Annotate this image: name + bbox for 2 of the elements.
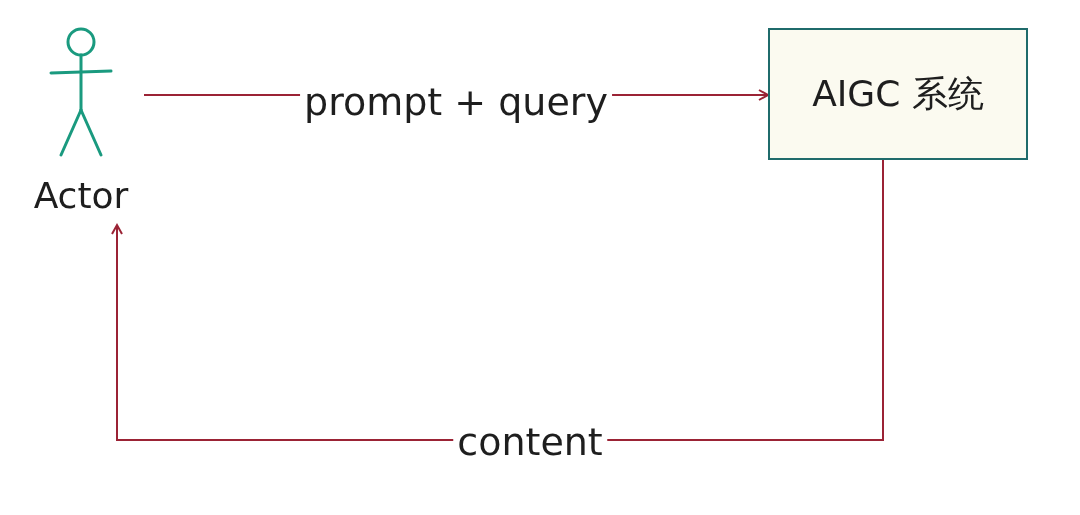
process-box: AIGC 系统 [768, 28, 1028, 160]
actor-label: Actor [32, 175, 130, 216]
